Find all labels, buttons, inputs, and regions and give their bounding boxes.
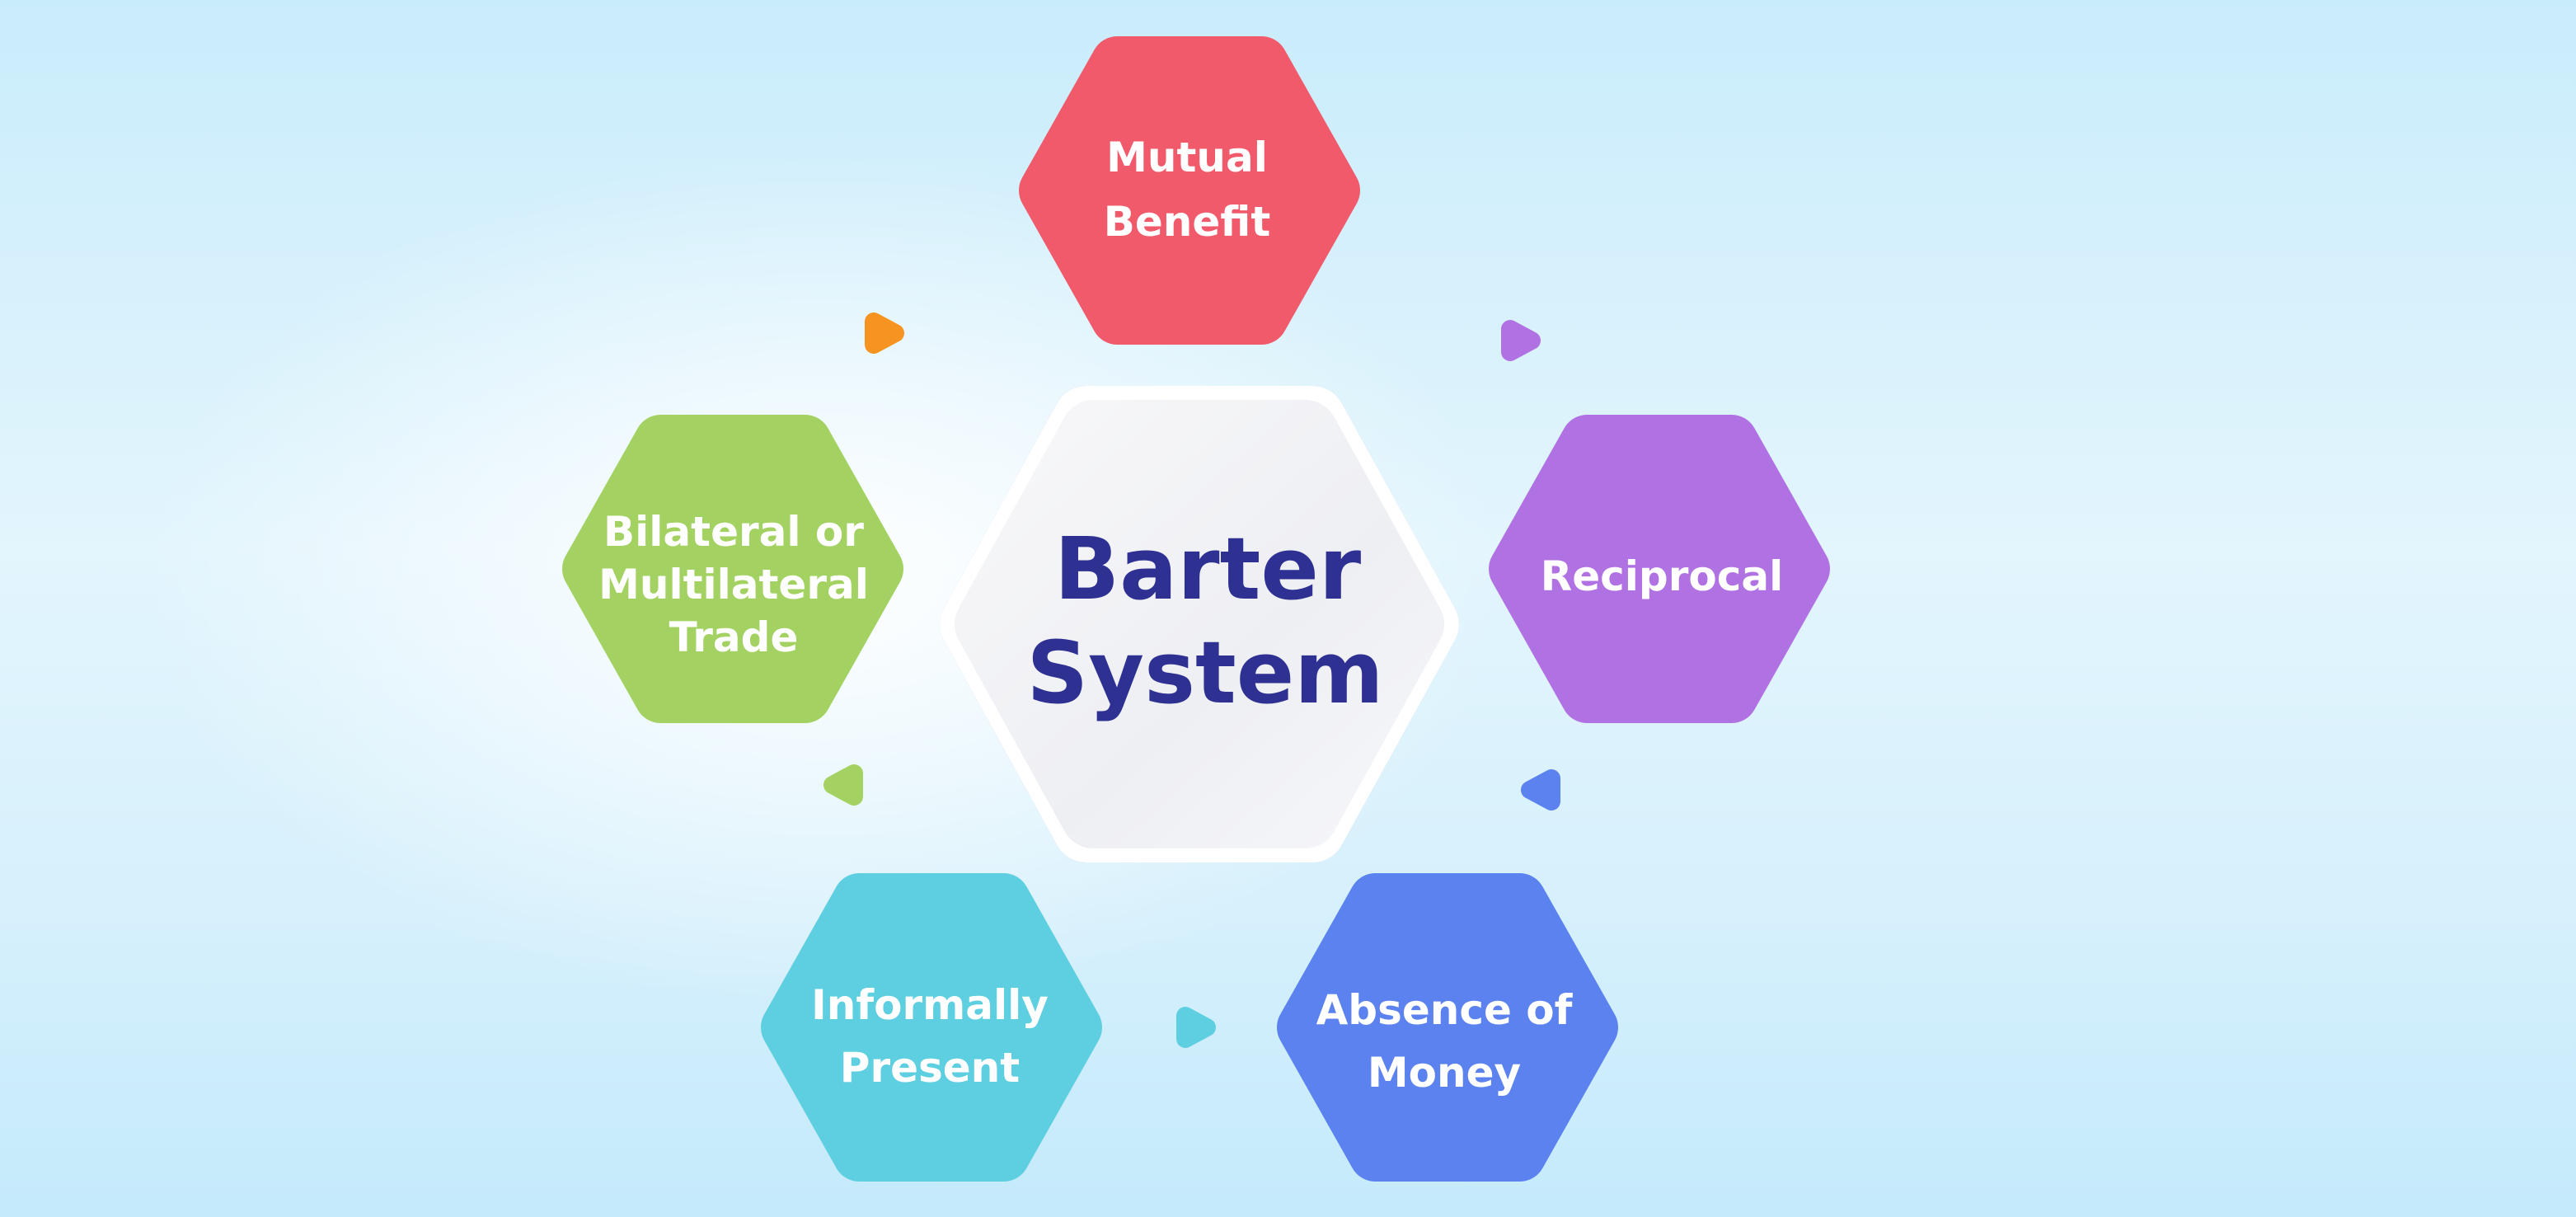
node-mutual-benefit: Mutual Benefit	[1019, 36, 1360, 345]
hexagon-informally-present	[761, 873, 1102, 1182]
node-label-line: Present	[840, 1044, 1020, 1092]
center-title-line2: System	[1026, 623, 1383, 723]
node-label-line: Money	[1368, 1049, 1521, 1097]
node-label-line: Bilateral or	[603, 508, 864, 556]
node-label-line: Trade	[669, 613, 799, 661]
hexagon-bilateral-trade	[562, 415, 903, 723]
node-label-line: Reciprocal	[1541, 552, 1784, 600]
hexagon-mutual-benefit	[1019, 36, 1360, 345]
arrow-right-icon	[865, 312, 904, 354]
node-absence-of-money: Absence of Money	[1277, 873, 1618, 1182]
center-node: Barter System	[940, 386, 1459, 862]
arrow-left-icon	[823, 764, 863, 806]
hexagon-absence-of-money	[1277, 873, 1618, 1182]
center-hexagon	[955, 400, 1444, 848]
arrow-left-icon	[1521, 769, 1560, 811]
node-label-line: Absence of	[1316, 986, 1574, 1034]
node-informally-present: Informally Present	[761, 873, 1102, 1182]
node-reciprocal: Reciprocal	[1489, 415, 1830, 723]
arrow-right-icon	[1501, 320, 1541, 361]
arrow-right-icon	[1176, 1007, 1216, 1048]
node-label-line: Benefit	[1104, 198, 1271, 246]
hexagon-reciprocal	[1489, 415, 1830, 723]
node-label-line: Informally	[811, 981, 1049, 1029]
node-bilateral-or-multilateral-trade: Bilateral or Multilateral Trade	[562, 415, 903, 723]
node-label-line: Multilateral	[598, 561, 869, 608]
node-label-line: Mutual	[1106, 134, 1268, 181]
center-title-line1: Barter	[1054, 519, 1361, 619]
